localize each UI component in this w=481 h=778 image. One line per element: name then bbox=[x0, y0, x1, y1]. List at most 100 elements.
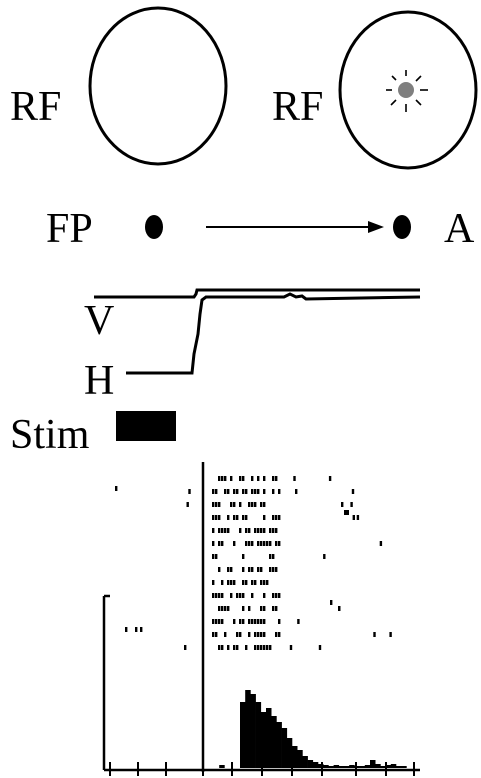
spike-mark bbox=[254, 528, 257, 533]
spike-mark bbox=[272, 554, 275, 559]
spike-mark bbox=[330, 600, 333, 605]
spike-mark bbox=[257, 632, 260, 637]
spike-mark bbox=[242, 515, 245, 520]
spike-mark bbox=[263, 541, 266, 546]
spike-mark bbox=[263, 619, 266, 624]
horizontal-eye-trace bbox=[126, 292, 421, 375]
spike-mark bbox=[344, 510, 349, 515]
spike-mark bbox=[233, 502, 236, 507]
spike-mark bbox=[254, 619, 257, 624]
histogram-bar bbox=[344, 766, 350, 768]
spike-mark bbox=[233, 515, 236, 520]
spike-mark bbox=[218, 515, 221, 520]
spike-mark bbox=[260, 567, 263, 572]
spike-mark bbox=[269, 528, 272, 533]
spike-mark bbox=[260, 580, 263, 585]
spike-mark bbox=[242, 619, 245, 624]
spike-mark bbox=[236, 515, 239, 520]
spike-mark bbox=[242, 593, 245, 598]
spike-mark bbox=[242, 489, 245, 494]
spike-mark bbox=[227, 580, 230, 585]
stimulus-dot bbox=[398, 82, 414, 98]
spike-mark bbox=[230, 502, 233, 507]
spike-mark bbox=[224, 528, 227, 533]
spike-mark bbox=[242, 567, 245, 572]
histogram-bar bbox=[385, 765, 392, 768]
spike-mark bbox=[230, 567, 233, 572]
histogram-bar bbox=[281, 728, 288, 768]
spike-mark bbox=[188, 489, 191, 494]
spike-mark bbox=[341, 502, 344, 507]
spike-mark bbox=[251, 541, 254, 546]
spike-mark bbox=[233, 489, 236, 494]
spike-mark bbox=[239, 619, 242, 624]
spike-mark bbox=[266, 580, 269, 585]
spike-mark bbox=[272, 476, 275, 481]
spike-mark bbox=[263, 502, 266, 507]
spike-mark bbox=[215, 515, 218, 520]
spike-mark bbox=[215, 619, 218, 624]
spike-mark bbox=[230, 580, 233, 585]
spike-mark bbox=[293, 476, 296, 481]
spike-mark bbox=[236, 489, 239, 494]
spike-mark bbox=[245, 645, 248, 650]
spike-mark bbox=[227, 489, 230, 494]
spike-mark bbox=[230, 476, 233, 481]
spike-mark bbox=[221, 528, 224, 533]
histogram-bar bbox=[349, 765, 355, 768]
histogram-bar bbox=[390, 764, 397, 768]
spike-mark bbox=[272, 489, 275, 494]
histogram-bar bbox=[333, 765, 340, 768]
spike-mark bbox=[221, 619, 224, 624]
histogram-bar bbox=[292, 746, 298, 768]
spike-mark bbox=[275, 567, 278, 572]
spike-mark bbox=[248, 502, 251, 507]
horizontal-trace-label: H bbox=[84, 358, 114, 404]
histogram-bar bbox=[323, 765, 329, 768]
spike-mark bbox=[212, 528, 215, 533]
spike-mark bbox=[251, 489, 254, 494]
spike-mark bbox=[275, 515, 278, 520]
spike-mark bbox=[254, 645, 257, 650]
rf-left-ellipse bbox=[88, 6, 228, 166]
spike-mark bbox=[125, 627, 128, 632]
spike-mark bbox=[251, 619, 254, 624]
flash-sun-icon bbox=[386, 70, 428, 112]
spike-mark bbox=[269, 554, 272, 559]
spike-mark bbox=[289, 645, 293, 650]
spike-mark bbox=[230, 593, 233, 598]
spike-mark bbox=[379, 541, 383, 546]
spike-mark bbox=[236, 632, 239, 637]
spike-mark bbox=[215, 593, 218, 598]
spike-mark bbox=[272, 606, 275, 611]
spike-mark bbox=[215, 489, 218, 494]
spike-mark bbox=[251, 476, 254, 481]
spike-mark bbox=[245, 528, 248, 533]
spike-mark bbox=[248, 619, 251, 624]
histogram-bar bbox=[380, 766, 386, 768]
spike-mark bbox=[221, 593, 224, 598]
spike-mark bbox=[251, 593, 254, 598]
target-dot bbox=[393, 215, 411, 239]
histogram-bar bbox=[359, 766, 366, 768]
spike-raster bbox=[115, 476, 392, 650]
histogram-bar bbox=[307, 760, 314, 768]
histogram-bar bbox=[276, 722, 282, 768]
histogram-bar bbox=[240, 702, 246, 768]
spike-mark bbox=[221, 580, 224, 585]
spike-mark bbox=[248, 567, 251, 572]
spike-mark bbox=[254, 632, 257, 637]
fixation-point-label: FP bbox=[46, 206, 93, 252]
spike-mark bbox=[251, 567, 254, 572]
histogram-bar bbox=[255, 702, 262, 768]
spike-mark bbox=[263, 528, 266, 533]
spike-mark bbox=[275, 632, 278, 637]
spike-mark bbox=[328, 476, 332, 481]
histogram-x-ticks bbox=[109, 762, 415, 776]
histogram-bar bbox=[354, 766, 360, 768]
spike-mark bbox=[218, 528, 221, 533]
spike-mark bbox=[269, 645, 272, 650]
spike-mark bbox=[218, 541, 221, 546]
target-label: A bbox=[444, 206, 475, 252]
